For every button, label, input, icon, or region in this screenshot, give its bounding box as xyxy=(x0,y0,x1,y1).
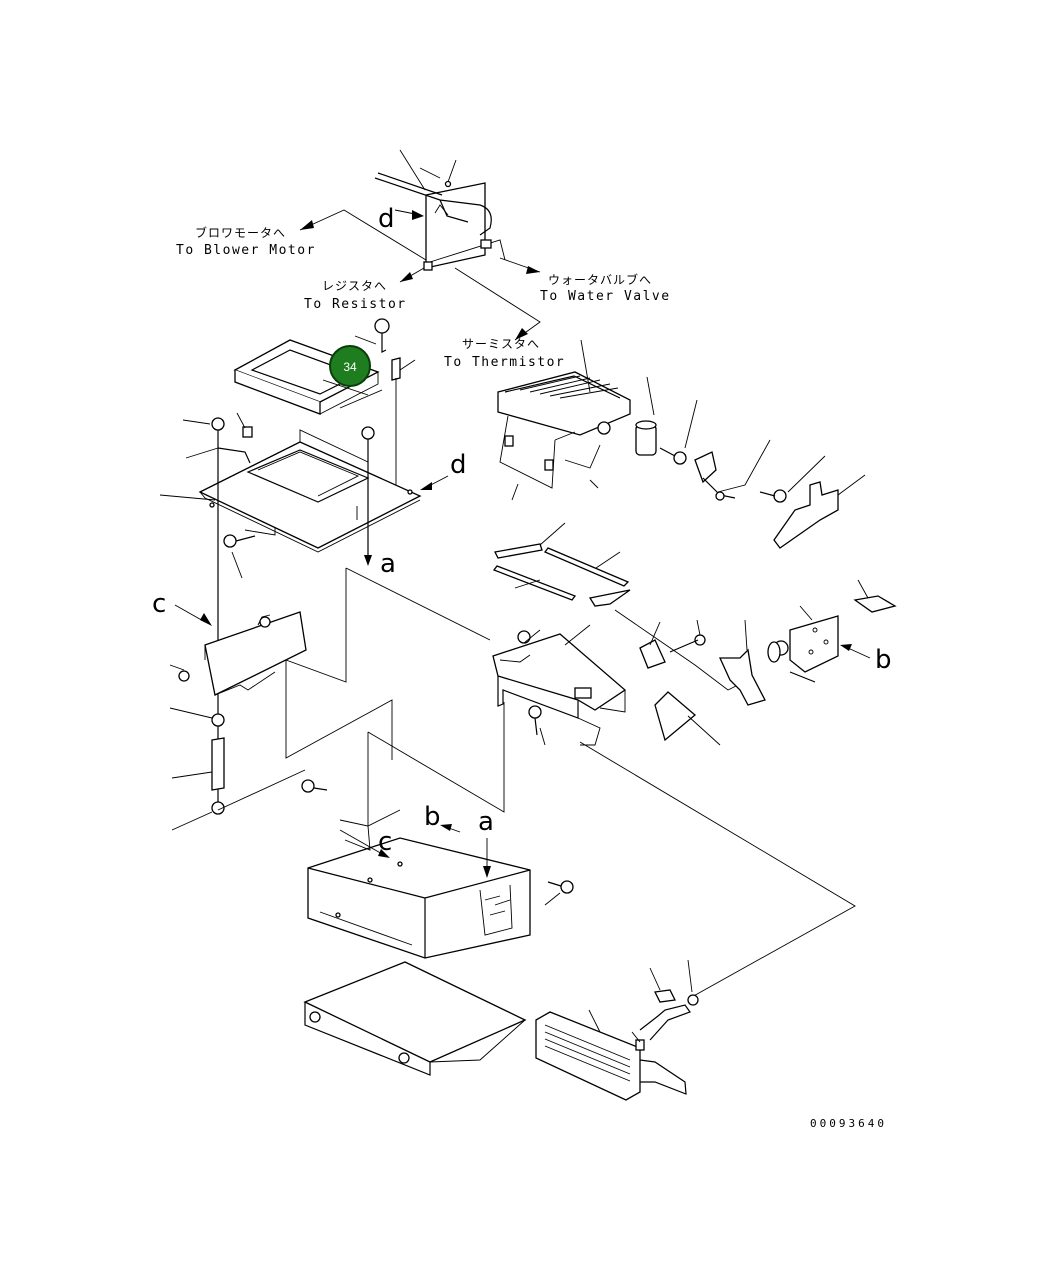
bolt-cover xyxy=(361,426,375,566)
ref-a-mid: a xyxy=(380,549,396,579)
label-blower-en: To Blower Motor xyxy=(176,243,316,258)
gasket-stepped xyxy=(773,474,866,549)
ref-a-bottom: a xyxy=(478,807,494,837)
duct-housing xyxy=(492,624,627,746)
duct-bracket-left xyxy=(169,611,307,696)
callout-badge[interactable] xyxy=(329,345,371,387)
cam-lever xyxy=(718,619,766,706)
bolt-right-1 xyxy=(659,399,698,465)
ref-c-left: c xyxy=(152,589,166,619)
heater-core-box xyxy=(497,339,631,501)
cover-plate xyxy=(198,429,422,553)
bolt-mid-left xyxy=(223,534,256,579)
water-valve-lever xyxy=(694,439,771,501)
valve-plate xyxy=(767,605,839,683)
ref-b-bottom: b xyxy=(424,802,441,832)
ref-d-right: d xyxy=(450,450,467,480)
label-thermistor-en: To Thermistor xyxy=(444,355,565,370)
link-block xyxy=(639,619,706,669)
housing-box xyxy=(307,819,531,959)
wiring-harness-top xyxy=(374,149,506,271)
bolt-right-2 xyxy=(759,455,826,503)
label-thermistor-jp: サーミスタへ xyxy=(462,337,540,351)
pad-square xyxy=(853,579,897,613)
filter-frame xyxy=(233,339,383,415)
drawing-code: 00093640 xyxy=(810,1117,887,1130)
bottom-pan xyxy=(303,961,527,1076)
left-lower-fasteners xyxy=(169,707,225,831)
heater-core xyxy=(535,1004,691,1101)
label-resistor-jp: レジスタへ xyxy=(322,279,387,293)
bolt-duct xyxy=(528,705,546,746)
callout-34[interactable]: 34 xyxy=(329,345,371,387)
leader-network xyxy=(217,567,856,999)
ref-b-right: b xyxy=(875,645,892,675)
callout-number: 34 xyxy=(343,360,357,374)
label-resistor-en: To Resistor xyxy=(304,297,407,312)
label-water-jp: ウォータバルブへ xyxy=(548,272,652,287)
ref-d-top: d xyxy=(378,204,395,234)
harness-leaders xyxy=(299,209,541,341)
label-blower-jp: ブロワモータへ xyxy=(195,225,286,240)
label-water-en: To Water Valve xyxy=(540,289,671,304)
bushing-right xyxy=(635,376,657,456)
clip-bottom xyxy=(649,959,699,1006)
bolt-top xyxy=(354,318,390,353)
bolt-housing xyxy=(301,779,574,906)
bracket-small xyxy=(391,357,416,488)
damper-blade xyxy=(654,691,721,746)
seal-strips xyxy=(492,522,631,607)
ref-c-bottom: c xyxy=(378,827,392,857)
